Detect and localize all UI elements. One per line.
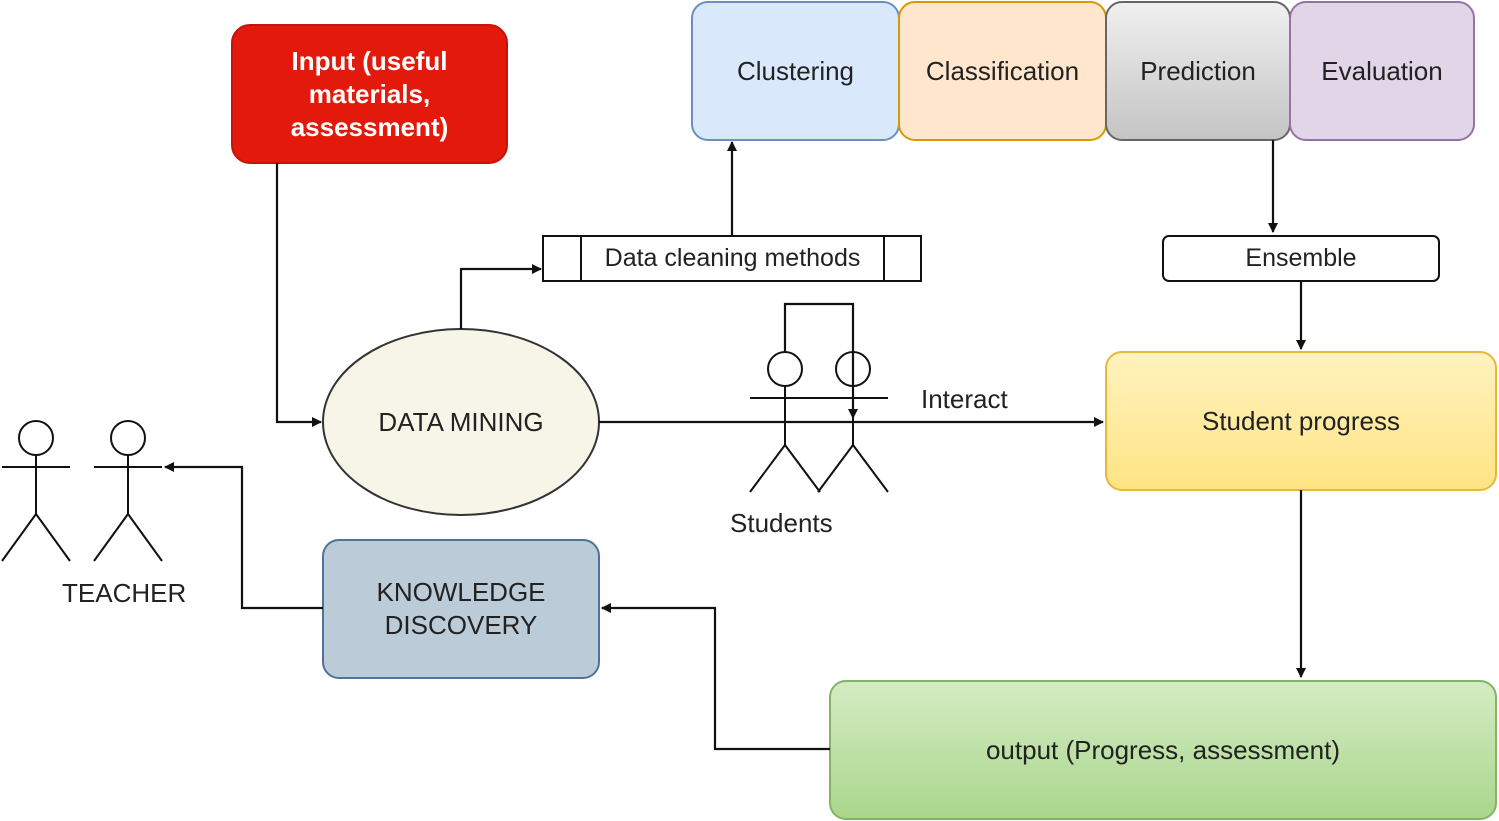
output-label: output (Progress, assessment)	[985, 734, 1341, 765]
prediction-label: Prediction	[1140, 55, 1256, 86]
evaluation-box	[1289, 1, 1475, 141]
teacher-label: TEACHER	[62, 578, 187, 608]
input-to-data-mining-arrow	[275, 163, 322, 427]
clustering-label: Clustering	[736, 55, 855, 86]
students-label: Students	[730, 508, 833, 538]
evaluation-label: Evaluation	[1321, 55, 1443, 86]
data-cleaning-box	[542, 235, 922, 282]
input-box	[231, 24, 508, 164]
student-progress-label: Student progress	[1201, 405, 1400, 436]
input-label-line-1: Input (useful	[291, 45, 448, 76]
input-label-line-2: materials,	[308, 78, 431, 109]
data-mining-to-cleaning-arrow	[459, 264, 542, 329]
interact-label: Interact	[921, 384, 1008, 414]
knowledge-discovery-line-2: DISCOVERY	[384, 610, 538, 640]
knowledge-discovery-line-1: KNOWLEDGE	[376, 577, 546, 607]
input-label-line-3: assessment)	[290, 111, 449, 142]
ensemble-label: Ensemble	[1245, 244, 1357, 272]
input-label: Input (useful materials, assessment)	[232, 25, 507, 163]
knowledge-discovery-label: KNOWLEDGE DISCOVERY	[323, 540, 599, 678]
data-mining-label: DATA MINING	[378, 406, 544, 437]
data-cleaning-label: Data cleaning methods	[604, 244, 861, 272]
student-figure-1	[749, 351, 821, 493]
students-loop-arrow	[783, 302, 858, 419]
teacher-figure-2	[93, 420, 163, 562]
output-to-knowledge-arrow	[601, 603, 830, 751]
student-figure-2	[817, 351, 889, 493]
teacher-figure-1	[1, 420, 71, 562]
knowledge-to-teacher-arrow	[164, 462, 323, 610]
classification-label: Classification	[925, 55, 1080, 86]
